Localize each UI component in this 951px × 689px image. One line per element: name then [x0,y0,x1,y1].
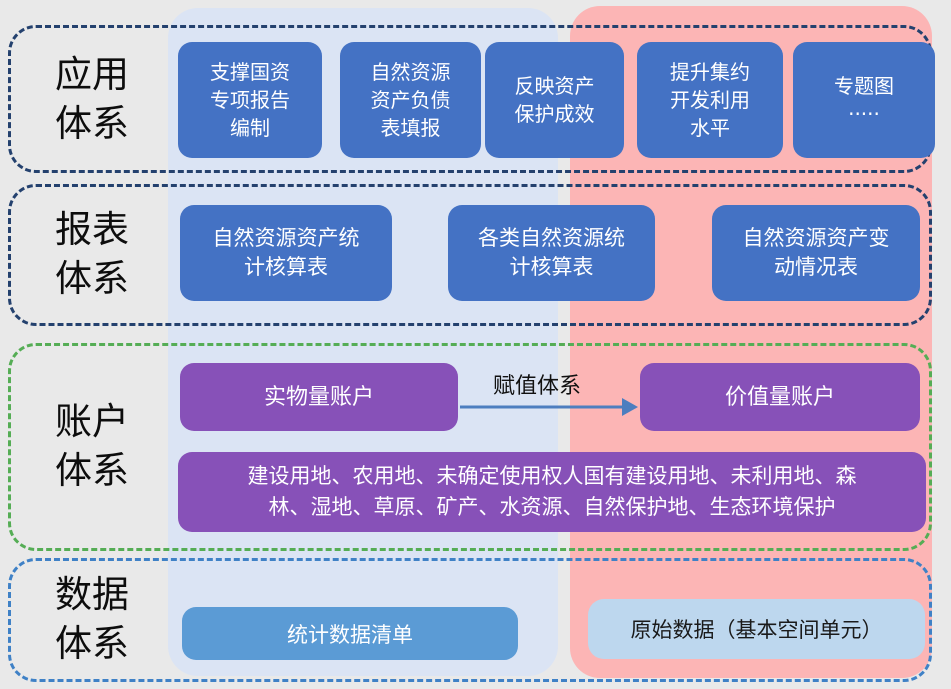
assignment-arrow-icon [458,390,640,424]
report-box-asset-accounting-table: 自然资源资产统 计核算表 [180,205,392,301]
app-box-thematic-map: 专题图 ····· [793,42,935,158]
report-box-asset-change-table: 自然资源资产变 动情况表 [712,205,920,301]
report-box-resource-accounting-table: 各类自然资源统 计核算表 [448,205,655,301]
application-system-label: 应用 体系 [55,53,129,145]
app-box-protection-effect: 反映资产 保护成效 [485,42,624,158]
value-quantity-account-box: 价值量账户 [640,363,920,431]
section-account-frame [8,343,932,551]
assignment-system-label: 赋值体系 [492,374,581,399]
report-system-label: 报表 体系 [55,208,129,300]
app-box-state-asset-report: 支撑国资 专项报告 编制 [178,42,322,158]
account-system-label: 账户 体系 [55,400,129,492]
section-report-frame [8,184,932,326]
section-data-frame [8,558,932,682]
account-categories-box: 建设用地、农用地、未确定使用权人国有建设用地、未利用地、森 林、湿地、草原、矿产… [178,452,926,532]
physical-quantity-account-box: 实物量账户 [180,363,458,431]
app-box-intensive-development: 提升集约 开发利用 水平 [637,42,783,158]
statistical-data-list-box: 统计数据清单 [182,607,518,660]
app-box-balance-sheet: 自然资源 资产负债 表填报 [340,42,481,158]
raw-data-box: 原始数据（基本空间单元） [588,599,925,659]
data-system-label: 数据 体系 [55,573,129,665]
